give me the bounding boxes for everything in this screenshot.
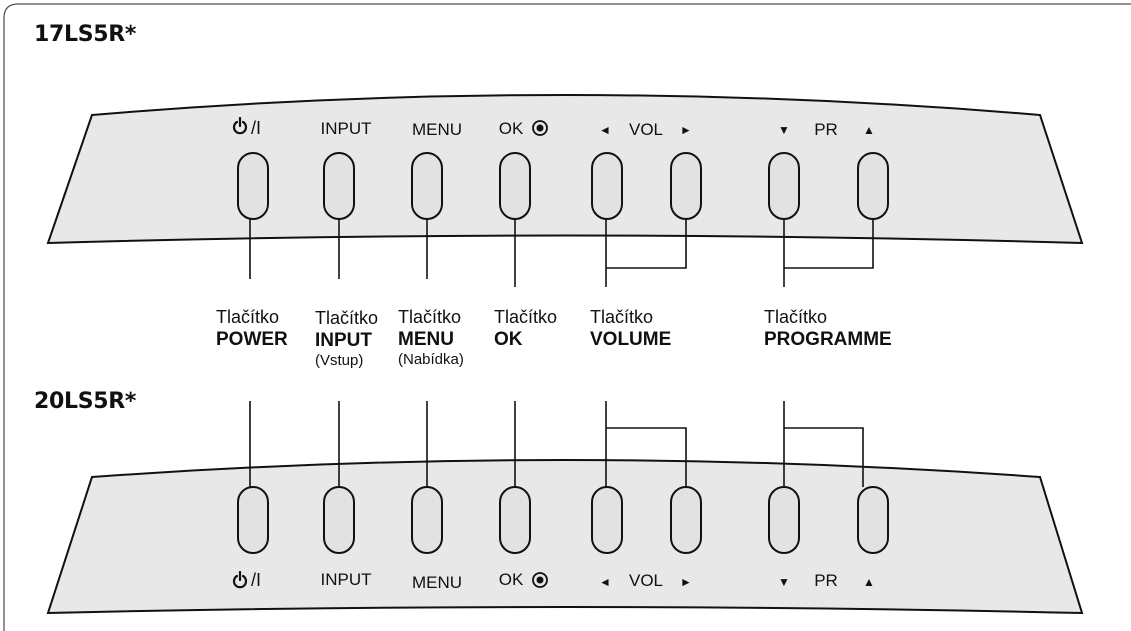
bottom-pr-down-button[interactable] <box>768 486 800 554</box>
top-pr-label: PR <box>814 120 838 139</box>
top-input-button[interactable] <box>323 152 355 220</box>
bottom-ok-label: OK <box>498 570 524 589</box>
bottom-menu-button[interactable] <box>411 486 443 554</box>
desc-programme: Tlačítko PROGRAMME <box>764 307 892 350</box>
ok-dot-icon <box>532 572 548 588</box>
bottom-leader-lines <box>249 401 864 487</box>
bottom-panel-body <box>46 459 1084 615</box>
top-pr-down-button[interactable] <box>768 152 800 220</box>
top-vol-right-arrow: ► <box>680 123 692 137</box>
outer-frame <box>3 3 1131 631</box>
top-menu-label: MENU <box>411 120 463 139</box>
bottom-vol-label: VOL <box>628 571 664 590</box>
top-menu-button[interactable] <box>411 152 443 220</box>
bottom-buttons <box>237 486 889 554</box>
top-input-label: INPUT <box>320 119 372 138</box>
bottom-input-button[interactable] <box>323 486 355 554</box>
top-power-label: /I <box>250 118 262 138</box>
bottom-input-label: INPUT <box>320 570 372 589</box>
power-icon <box>232 116 248 135</box>
desc-ok: Tlačítko OK <box>494 307 558 350</box>
desc-volume: Tlačítko VOLUME <box>590 307 672 350</box>
model-label-top: 17LS5R* <box>34 22 137 47</box>
top-ok-button[interactable] <box>499 152 531 220</box>
top-leader-lines <box>249 218 874 287</box>
bottom-pr-up-arrow: ▲ <box>863 575 875 589</box>
top-vol-left-arrow: ◄ <box>599 123 611 137</box>
desc-input: Tlačítko INPUT (Vstup) <box>315 308 379 370</box>
bottom-vol-down-button[interactable] <box>591 486 623 554</box>
bottom-power-label: /I <box>250 570 262 590</box>
desc-menu: Tlačítko MENU (Nabídka) <box>398 307 464 369</box>
top-pr-up-button[interactable] <box>857 152 889 220</box>
top-pr-up-arrow: ▲ <box>863 123 875 137</box>
top-panel-body <box>46 94 1084 245</box>
bottom-menu-label: MENU <box>411 573 463 592</box>
bottom-pr-label: PR <box>814 571 838 590</box>
bottom-vol-left-arrow: ◄ <box>599 575 611 589</box>
top-vol-down-button[interactable] <box>591 152 623 220</box>
bottom-vol-up-button[interactable] <box>670 486 702 554</box>
bottom-vol-right-arrow: ► <box>680 575 692 589</box>
ok-dot-icon <box>532 120 548 136</box>
model-label-bottom: 20LS5R* <box>34 389 137 414</box>
bottom-pr-down-arrow: ▼ <box>778 575 790 589</box>
top-power-button[interactable] <box>237 152 269 220</box>
top-vol-label: VOL <box>628 120 664 139</box>
bottom-pr-up-button[interactable] <box>857 486 889 554</box>
desc-power: Tlačítko POWER <box>216 307 288 350</box>
top-ok-label: OK <box>498 119 524 138</box>
top-vol-up-button[interactable] <box>670 152 702 220</box>
bottom-ok-button[interactable] <box>499 486 531 554</box>
top-pr-down-arrow: ▼ <box>778 123 790 137</box>
bottom-power-button[interactable] <box>237 486 269 554</box>
power-icon <box>232 570 248 589</box>
